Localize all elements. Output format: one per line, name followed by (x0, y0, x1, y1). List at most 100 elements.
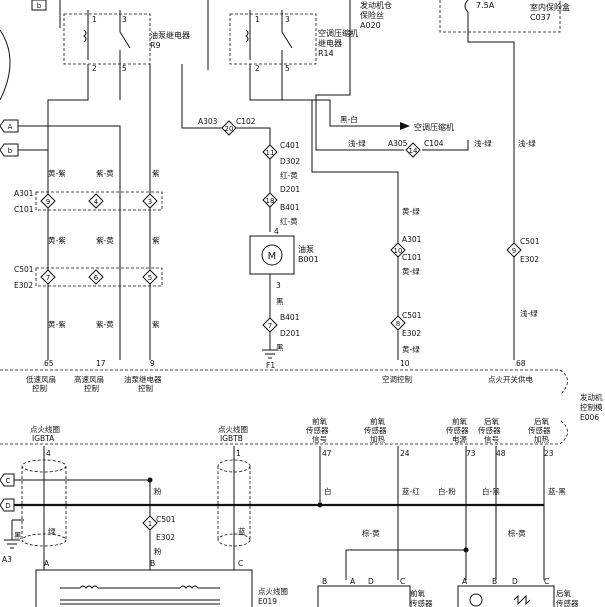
fuse-c037-id: C037 (530, 13, 551, 22)
svg-text:9: 9 (512, 247, 516, 255)
conn-c501a: C501 (14, 265, 34, 274)
conn-b401b: B401 (280, 313, 300, 322)
ecu-pin-17: 17 (96, 359, 106, 368)
relay-r14-pin1: 1 (255, 15, 260, 24)
pump-body (249, 235, 295, 275)
ecu-label-high-fan-1: 高速风扇 (74, 374, 104, 384)
conn-c101b: C101 (402, 253, 422, 262)
lower-conn-pin1: 1 (142, 515, 158, 531)
rear-o2-name-1: 后氧 (556, 588, 571, 598)
conn-c501c: C501 (520, 237, 540, 246)
fuse-a020-name-1: 发动机仓 (360, 0, 392, 10)
ground-f1-icon (262, 349, 278, 359)
wire-label-18: 黄-紫 (48, 319, 66, 329)
wire-label-lg2: 浅-绿 (474, 138, 492, 148)
ecu-label-high-fan-2: 控制 (84, 383, 99, 393)
conn-a301b: A301 (402, 235, 422, 244)
ecu-name-2: 控制模 (580, 402, 603, 412)
ground-a3-wire (11, 519, 24, 540)
conn-d201b: D201 (280, 329, 300, 338)
sensor-3-line3: 电源 (452, 434, 467, 444)
svg-text:18: 18 (266, 197, 275, 205)
fuse-c037-name: 室内保险盒 (530, 2, 570, 12)
front-o2-pin-a: A (350, 577, 356, 586)
front-o2-pin-b: B (322, 577, 327, 586)
wire-to-compressor (281, 64, 400, 127)
coil-windings (60, 585, 220, 589)
svg-text:1: 1 (148, 520, 152, 528)
lower-wire-green: 绿 (48, 527, 56, 536)
ref-b-tag (31, 0, 47, 11)
pin-4: 4 (88, 193, 104, 209)
shield-bot-b (217, 533, 251, 547)
wire-label-yg3: 黄-绿 (402, 344, 420, 354)
front-o2-pin-c: C (400, 577, 405, 586)
wire-label-1: 黄-紫 (48, 168, 66, 178)
lower-pin-1: 1 (236, 449, 241, 458)
pump-pin4: 4 (274, 227, 279, 236)
ref-b-label: b (37, 2, 42, 10)
coil-pack-name: 点火线圈 (258, 586, 288, 596)
relay-r14-name-2: 继电器 (318, 38, 342, 48)
sensor-3-line1: 前氧 (452, 416, 467, 426)
rear-o2-pin-a: A (462, 577, 468, 586)
pin-8: 8 (390, 315, 406, 331)
sensor-2-line2: 传感器 (364, 425, 387, 435)
coil-pack-box (35, 569, 253, 607)
coil-b-label-1: 点火线圈 (218, 424, 248, 434)
conn-c102: C102 (236, 117, 256, 126)
wire-label-20: 紫 (152, 320, 160, 329)
wire-label-3: 紫 (152, 169, 160, 178)
relay-r14-coil (245, 29, 249, 43)
relay-r9-coil (83, 29, 87, 43)
svg-text:20: 20 (225, 125, 234, 133)
shield-sides-a (21, 466, 67, 540)
rear-o2-pin-c: C (544, 577, 549, 586)
wire-label-yg2: 黄-绿 (402, 266, 420, 276)
svg-text:b: b (8, 147, 13, 155)
pin-5: 5 (142, 269, 158, 285)
ecu-pin-65: 65 (44, 359, 54, 368)
conn-a301: A301 (14, 189, 34, 198)
relay-r9-pin2: 2 (92, 64, 97, 73)
pin-7a: 7 (40, 269, 56, 285)
ground-a3-label: A3 (2, 555, 12, 564)
fuse-a020-id: A020 (360, 21, 381, 30)
lower-wire-blue-black: 蓝-黑 (548, 486, 566, 496)
svg-text:6: 6 (94, 274, 99, 282)
left-edge-arc (0, 29, 11, 101)
wire-relay-r9-out (119, 64, 151, 360)
front-o2-name-2: 传感器 (410, 598, 433, 607)
coil-pack-id: E019 (258, 597, 277, 606)
wire-label-lg1: 浅-绿 (348, 138, 366, 148)
coil-a-label-1: 点火线圈 (30, 424, 60, 434)
relay-r9-pin5: 5 (122, 64, 127, 73)
lower-wire-blue: 蓝 (238, 526, 246, 536)
coil-a-label-2: IGBTA (32, 434, 55, 443)
wire-label-rh1: 红-黄 (280, 170, 298, 180)
lower-wire-white-black: 白-黑 (482, 486, 500, 496)
rear-o2-sensor-icon (469, 593, 483, 607)
pin-6: 6 (88, 269, 104, 285)
sensor-2-line3: 加热 (370, 434, 385, 444)
wire-label-black1: 黑 (276, 297, 284, 306)
pump-motor-icon (261, 244, 283, 266)
lower-wire-white: 白 (324, 486, 332, 496)
ref-d-tag: D (0, 498, 15, 512)
relay-r14-id: R14 (318, 49, 334, 58)
lower-wire-pink: 粉 (154, 486, 162, 496)
ecu-pin-10: 10 (400, 359, 410, 368)
coil-pack-pin-b: B (150, 559, 155, 568)
relay-r14-pin5: 5 (285, 64, 290, 73)
junction-dot-3 (147, 477, 153, 483)
pin-18: 18 (262, 192, 278, 208)
ref-b-tag-2: b (0, 143, 19, 157)
pin-10: 10 (390, 242, 406, 258)
pump-name: 油泵 (298, 244, 314, 254)
conn-d201a: D201 (280, 185, 300, 194)
svg-text:C: C (6, 477, 11, 485)
conn-c101: C101 (14, 205, 34, 214)
sensor-4-line2: 传感器 (478, 425, 501, 435)
